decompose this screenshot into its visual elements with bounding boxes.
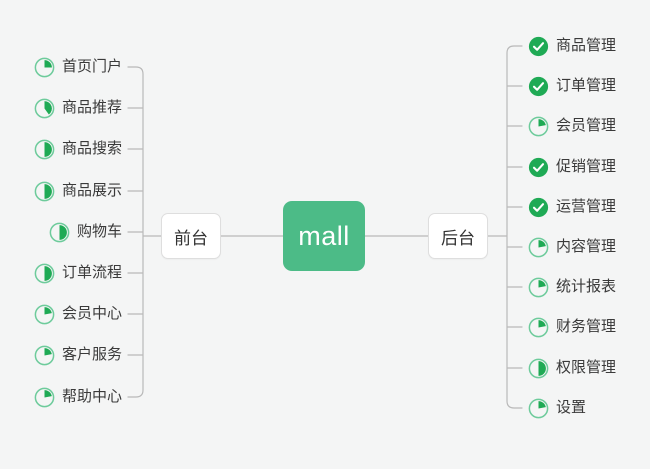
pie-progress-icon [34,345,55,366]
backend-item-label: 设置 [556,399,587,416]
frontend-item-label: 商品推荐 [61,99,122,116]
frontend-item[interactable]: 商品展示 [0,178,122,204]
pie-progress-icon [528,237,549,258]
check-circle-icon [528,76,549,97]
backend-item-label: 财务管理 [556,318,617,335]
branch-node-backend-label: 后台 [441,228,475,248]
frontend-item[interactable]: 商品推荐 [0,95,122,121]
backend-item[interactable]: 内容管理 [528,234,616,260]
backend-item[interactable]: 设置 [528,395,586,421]
backend-item-label: 统计报表 [556,278,617,295]
frontend-item-label: 订单流程 [61,264,122,281]
pie-progress-icon [34,387,55,408]
backend-item[interactable]: 促销管理 [528,154,616,180]
branch-node-frontend[interactable]: 前台 [161,213,221,259]
frontend-item[interactable]: 首页门户 [0,54,122,80]
frontend-item-label: 购物车 [76,223,122,240]
pie-progress-icon [34,304,55,325]
frontend-item-label: 会员中心 [61,305,122,322]
backend-item-label: 促销管理 [556,158,617,175]
pie-progress-icon [528,317,549,338]
check-circle-icon [528,36,549,57]
frontend-item[interactable]: 购物车 [0,219,122,245]
backend-item-label: 会员管理 [556,117,617,134]
frontend-item[interactable]: 商品搜索 [0,136,122,162]
frontend-item-label: 商品展示 [61,182,122,199]
pie-progress-icon [34,181,55,202]
backend-item-label: 内容管理 [556,238,617,255]
backend-item-label: 订单管理 [556,77,617,94]
branch-node-backend[interactable]: 后台 [428,213,488,259]
pie-progress-icon [34,57,55,78]
backend-item[interactable]: 权限管理 [528,355,616,381]
root-node-label: mall [298,220,350,251]
backend-item[interactable]: 会员管理 [528,113,616,139]
frontend-item-label: 商品搜索 [61,140,122,157]
frontend-item-label: 帮助中心 [61,388,122,405]
frontend-item[interactable]: 帮助中心 [0,384,122,410]
pie-progress-icon [34,98,55,119]
backend-item[interactable]: 统计报表 [528,274,616,300]
backend-item-label: 商品管理 [556,37,617,54]
check-circle-icon [528,157,549,178]
root-node-mall[interactable]: mall [283,201,365,271]
frontend-item[interactable]: 客户服务 [0,342,122,368]
backend-item[interactable]: 运营管理 [528,194,616,220]
pie-progress-icon [528,116,549,137]
backend-item-label: 权限管理 [556,359,617,376]
pie-progress-icon [49,222,70,243]
backend-item-label: 运营管理 [556,198,617,215]
pie-progress-icon [34,139,55,160]
pie-progress-icon [528,277,549,298]
frontend-item[interactable]: 订单流程 [0,260,122,286]
pie-progress-icon [528,358,549,379]
backend-item[interactable]: 财务管理 [528,314,616,340]
backend-item[interactable]: 订单管理 [528,73,616,99]
check-circle-icon [528,197,549,218]
backend-item[interactable]: 商品管理 [528,33,616,59]
pie-progress-icon [34,263,55,284]
pie-progress-icon [528,398,549,419]
frontend-item-label: 客户服务 [61,346,122,363]
frontend-item[interactable]: 会员中心 [0,301,122,327]
frontend-item-label: 首页门户 [61,58,122,75]
branch-node-frontend-label: 前台 [174,228,208,248]
